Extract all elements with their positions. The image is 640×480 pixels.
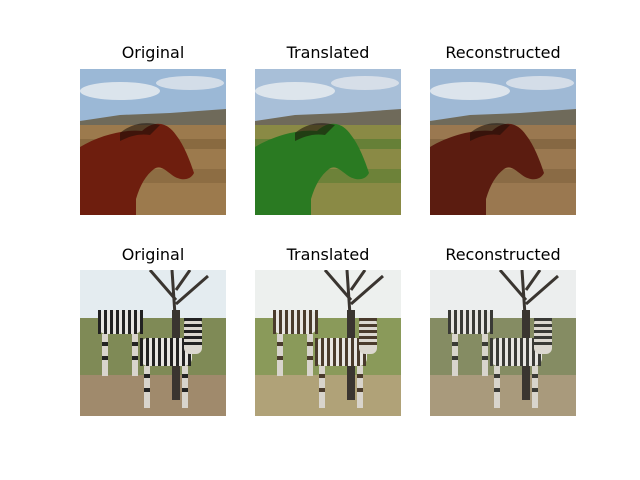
horse-original-image (80, 69, 226, 215)
panel-title-r2c1: Original (121, 245, 185, 264)
panel-title-r1c3: Reconstructed (445, 43, 561, 62)
panel-title-r1c1: Original (121, 43, 185, 62)
panel-title-r2c3: Reconstructed (445, 245, 561, 264)
panel-title-r1c2: Translated (286, 43, 370, 62)
panel-title-r2c2: Translated (286, 245, 370, 264)
horse-reconstructed-image (430, 69, 576, 215)
zebra-original-image (80, 270, 226, 416)
horse-translated-image (255, 69, 401, 215)
zebra-reconstructed-image (430, 270, 576, 416)
zebra-translated-image (255, 270, 401, 416)
